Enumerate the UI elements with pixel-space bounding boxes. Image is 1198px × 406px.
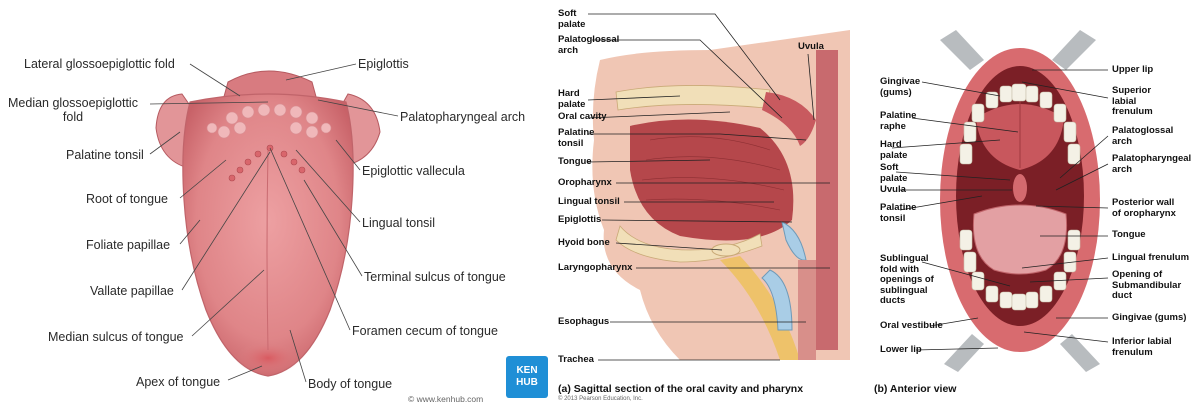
- label-gingivae-upper: Gingivae (gums): [880, 77, 920, 98]
- retractor-bottom-right: [1060, 334, 1100, 372]
- label-palatoglossal-arch-a: Palatoglossal arch: [558, 35, 619, 56]
- label-lower-lip: Lower lip: [880, 345, 922, 356]
- label-soft-palate-b: Soft palate: [880, 163, 907, 184]
- label-palatopharyngeal-arch-b: Palatopharyngeal arch: [1112, 154, 1191, 175]
- tongue-panel: Lateral glossoepiglottic fold Median glo…: [0, 0, 530, 406]
- label-soft-palate: Soft palate: [558, 9, 585, 30]
- esophagus: [798, 260, 816, 360]
- label-hard-palate-a: Hard palate: [558, 89, 585, 110]
- retractor-bottom-left: [944, 334, 984, 372]
- label-uvula-b: Uvula: [880, 185, 906, 196]
- label-hard-palate-b: Hard palate: [880, 140, 907, 161]
- retractor-top-left: [940, 30, 984, 70]
- label-palatopharyngeal-arch: Palatopharyngeal arch: [400, 110, 525, 124]
- label-median-sulcus: Median sulcus of tongue: [48, 330, 184, 344]
- label-palatine-tonsil-a: Palatine tonsil: [558, 128, 594, 149]
- label-root-of-tongue: Root of tongue: [86, 192, 168, 206]
- label-lateral-glossoepiglottic-fold: Lateral glossoepiglottic fold: [24, 57, 175, 71]
- label-body-of-tongue: Body of tongue: [308, 377, 392, 391]
- label-esophagus: Esophagus: [558, 317, 609, 328]
- label-posterior-wall-oropharynx: Posterior wall of oropharynx: [1112, 198, 1176, 219]
- caption-anterior: (b) Anterior view: [874, 383, 956, 395]
- label-inferior-labial-frenulum: Inferior labial frenulum: [1112, 337, 1172, 358]
- label-terminal-sulcus: Terminal sulcus of tongue: [364, 270, 506, 284]
- label-hyoid-bone: Hyoid bone: [558, 238, 610, 249]
- label-tongue-a: Tongue: [558, 157, 592, 168]
- anterior-panel: Gingivae (gums) Palatine raphe Hard pala…: [860, 0, 1198, 406]
- label-trachea: Trachea: [558, 355, 594, 366]
- label-upper-lip: Upper lip: [1112, 65, 1153, 76]
- pharynx-wall: [816, 50, 838, 350]
- label-epiglottic-vallecula: Epiglottic vallecula: [362, 164, 465, 178]
- label-foliate-papillae: Foliate papillae: [86, 238, 170, 252]
- label-sublingual-fold: Sublingual fold with openings of subling…: [880, 254, 934, 307]
- label-tongue-b: Tongue: [1112, 230, 1146, 241]
- pearson-copyright: © 2013 Pearson Education, Inc.: [558, 396, 643, 402]
- label-lingual-tonsil-a: Lingual tonsil: [558, 197, 620, 208]
- retractor-top-right: [1052, 30, 1096, 70]
- label-superior-labial-frenulum: Superior labial frenulum: [1112, 86, 1153, 118]
- label-lingual-frenulum: Lingual frenulum: [1112, 253, 1189, 264]
- label-lingual-tonsil: Lingual tonsil: [362, 216, 435, 230]
- sagittal-panel: Soft palate Palatoglossal arch Uvula Har…: [530, 0, 860, 406]
- label-oral-cavity: Oral cavity: [558, 112, 607, 123]
- label-epiglottis-a: Epiglottis: [558, 215, 601, 226]
- label-submandibular-duct-opening: Opening of Submandibular duct: [1112, 270, 1181, 302]
- label-apex-of-tongue: Apex of tongue: [136, 375, 220, 389]
- label-gingivae-lower: Gingivae (gums): [1112, 313, 1186, 324]
- label-oropharynx: Oropharynx: [558, 178, 612, 189]
- label-palatine-tonsil-b: Palatine tonsil: [880, 203, 916, 224]
- caption-sagittal: (a) Sagittal section of the oral cavity …: [558, 383, 803, 395]
- label-laryngopharynx: Laryngopharynx: [558, 263, 632, 274]
- label-vallate-papillae: Vallate papillae: [90, 284, 174, 298]
- uvula-shape: [1013, 174, 1027, 202]
- label-palatine-raphe: Palatine raphe: [880, 111, 916, 132]
- tongue-anterior: [973, 205, 1066, 274]
- label-median-glossoepiglottic-fold: Median glossoepiglottic fold: [8, 96, 138, 124]
- label-oral-vestibule: Oral vestibule: [880, 321, 943, 332]
- kenhub-credit: © www.kenhub.com: [408, 394, 483, 404]
- label-palatoglossal-arch-b: Palatoglossal arch: [1112, 126, 1173, 147]
- label-palatine-tonsil: Palatine tonsil: [66, 148, 144, 162]
- label-foramen-cecum: Foramen cecum of tongue: [352, 324, 498, 338]
- label-uvula-a: Uvula: [798, 42, 824, 53]
- label-epiglottis: Epiglottis: [358, 57, 409, 71]
